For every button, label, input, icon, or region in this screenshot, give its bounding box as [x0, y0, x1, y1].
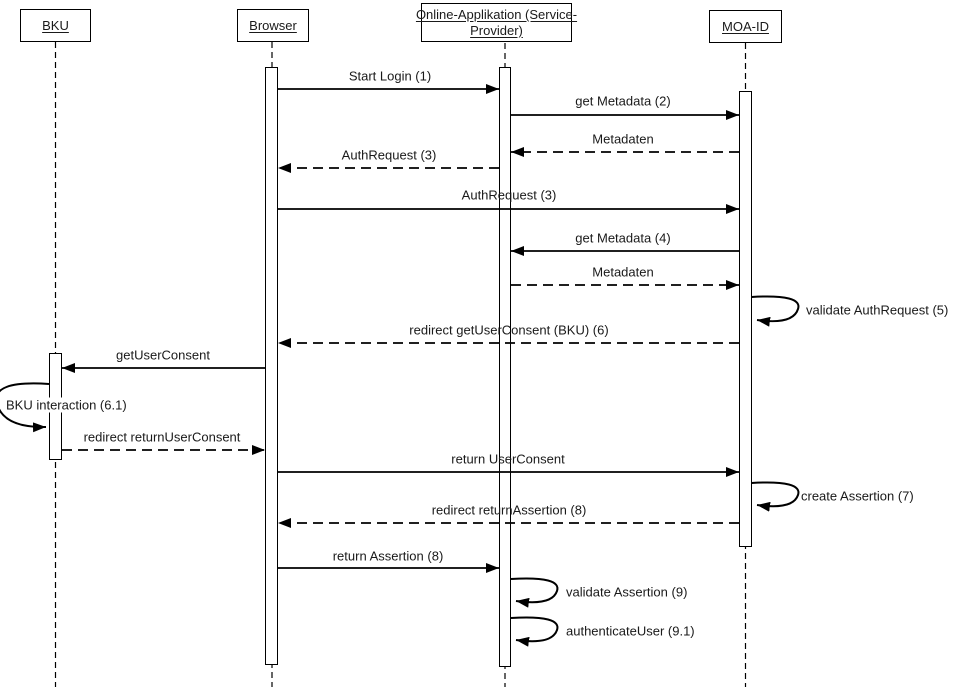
- participant-label-bku: BKU: [42, 17, 69, 33]
- message-label-getuserconsent: getUserConsent: [116, 347, 210, 363]
- message-label-get-metadata-4: get Metadata (4): [575, 230, 671, 246]
- message-label-redirect-getuserconsent: redirect getUserConsent (BKU) (6): [409, 322, 609, 338]
- message-label-metadaten-1: Metadaten: [592, 131, 654, 147]
- self-label-authenticateuser: authenticateUser (9.1): [566, 623, 695, 639]
- message-label-get-metadata-2: get Metadata (2): [575, 93, 671, 109]
- self-label-create-assertion: create Assertion (7): [801, 488, 914, 504]
- self-loop-bku-interaction: [0, 382, 50, 433]
- participant-box-moa-id: MOA-ID: [709, 10, 782, 43]
- self-label-bku-interaction: BKU interaction (6.1): [4, 397, 129, 413]
- activation-moa-id: [739, 91, 752, 547]
- self-loop-authenticateuser: [510, 616, 559, 647]
- message-label-authrequest-forward: AuthRequest (3): [461, 187, 557, 203]
- message-label-authrequest-redirect: AuthRequest (3): [341, 147, 437, 163]
- self-loop-validate-assertion: [510, 577, 559, 608]
- self-loop-validate-authrequest: [751, 295, 800, 327]
- participant-label-moa-id: MOA-ID: [722, 18, 769, 34]
- activation-browser: [265, 67, 278, 665]
- self-label-validate-assertion: validate Assertion (9): [566, 584, 688, 600]
- self-loop-create-assertion: [751, 481, 800, 512]
- participant-label-browser: Browser: [249, 17, 297, 33]
- self-label-validate-authrequest: validate AuthRequest (5): [806, 302, 949, 318]
- participant-label-online-app-line1: Online-Applikation (Service-: [415, 6, 578, 22]
- activation-online-app: [499, 67, 511, 667]
- participant-box-bku: BKU: [20, 9, 91, 42]
- participant-label-online-app-line2: Provider): [470, 22, 523, 38]
- participant-box-browser: Browser: [237, 9, 309, 42]
- message-label-metadaten-2: Metadaten: [592, 264, 654, 280]
- message-label-redirect-returnassertion: redirect returnAssertion (8): [431, 502, 587, 518]
- message-label-return-userconsent: return UserConsent: [451, 451, 565, 467]
- message-label-return-assertion: return Assertion (8): [332, 548, 444, 564]
- message-label-start-login: Start Login (1): [348, 68, 432, 84]
- message-label-redirect-returnuserconsent: redirect returnUserConsent: [83, 429, 241, 445]
- participant-box-online-app: Online-Applikation (Service- Provider): [416, 3, 577, 42]
